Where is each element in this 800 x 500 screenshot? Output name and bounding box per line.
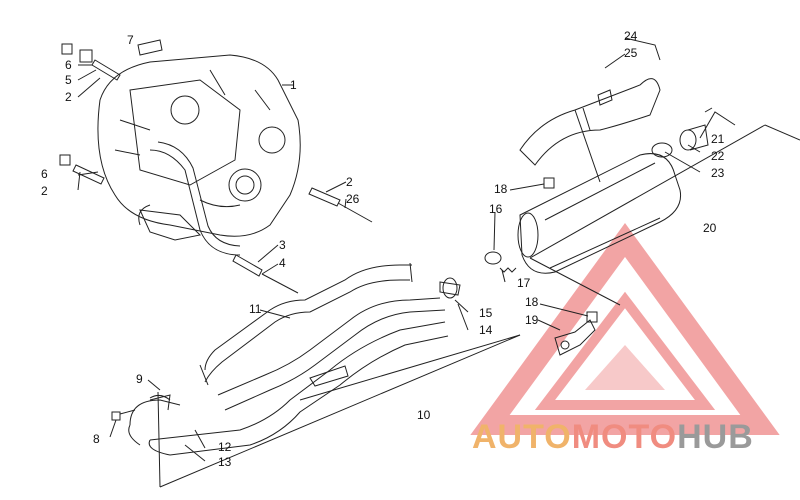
grommet-18-lower xyxy=(586,311,598,323)
callout-18-upper: 18 xyxy=(494,182,508,196)
callout-3: 3 xyxy=(279,238,286,252)
callout-8: 8 xyxy=(93,432,100,446)
callout-20: 20 xyxy=(703,221,717,235)
grommet-18-upper xyxy=(543,177,555,189)
header-pipes xyxy=(199,262,446,411)
callout-2-right: 2 xyxy=(346,175,353,189)
watermark-text: AUTOMOTOHUB xyxy=(472,420,754,454)
callout-17: 17 xyxy=(517,276,531,290)
callout-2-mid: 2 xyxy=(41,184,48,198)
tailpipe-assembly xyxy=(651,107,713,158)
callout-2-top: 2 xyxy=(65,90,72,104)
callout-13: 13 xyxy=(218,455,232,469)
stud-nut-left-mid xyxy=(59,154,105,185)
callout-25: 25 xyxy=(624,46,638,60)
lower-exhaust-pipe xyxy=(128,321,449,456)
callout-22: 22 xyxy=(711,149,725,163)
bracket-19 xyxy=(554,319,596,356)
callout-9: 9 xyxy=(136,372,143,386)
watermark-hub: HUB xyxy=(677,418,754,456)
callout-6-top: 6 xyxy=(65,58,72,72)
callout-23: 23 xyxy=(711,166,725,180)
callout-6-mid: 6 xyxy=(41,167,48,181)
watermark-logo xyxy=(470,223,780,435)
watermark-auto: AUTO xyxy=(472,418,572,456)
callout-10: 10 xyxy=(417,408,431,422)
callout-14: 14 xyxy=(479,323,493,337)
callout-18-lower: 18 xyxy=(525,295,539,309)
gasket-16 xyxy=(484,251,502,265)
callout-11: 11 xyxy=(249,302,262,316)
callout-1: 1 xyxy=(290,78,297,92)
callout-16: 16 xyxy=(489,202,503,216)
callout-21: 21 xyxy=(711,132,725,146)
group-bracket-10 xyxy=(157,334,521,488)
watermark-moto: MOTO xyxy=(571,418,678,456)
callout-24: 24 xyxy=(624,29,638,43)
stud-nut-left-top xyxy=(61,43,121,81)
stud-lower-3-4 xyxy=(232,254,299,294)
stud-right-26 xyxy=(308,187,373,223)
callout-19: 19 xyxy=(525,313,539,327)
label-plate xyxy=(137,39,163,56)
callout-7: 7 xyxy=(127,33,134,47)
callout-15: 15 xyxy=(479,306,493,320)
muffler xyxy=(517,153,682,274)
group-bracket-20 xyxy=(529,124,800,306)
callout-26: 26 xyxy=(346,192,360,206)
clamp-9 xyxy=(149,394,171,401)
callout-4: 4 xyxy=(279,256,286,270)
muffler-heat-shield xyxy=(519,78,661,183)
callout-12: 12 xyxy=(218,440,232,454)
engine-assembly xyxy=(97,54,301,256)
leader-lines xyxy=(77,37,736,462)
flange-15 xyxy=(439,277,461,299)
callout-5: 5 xyxy=(65,73,72,87)
